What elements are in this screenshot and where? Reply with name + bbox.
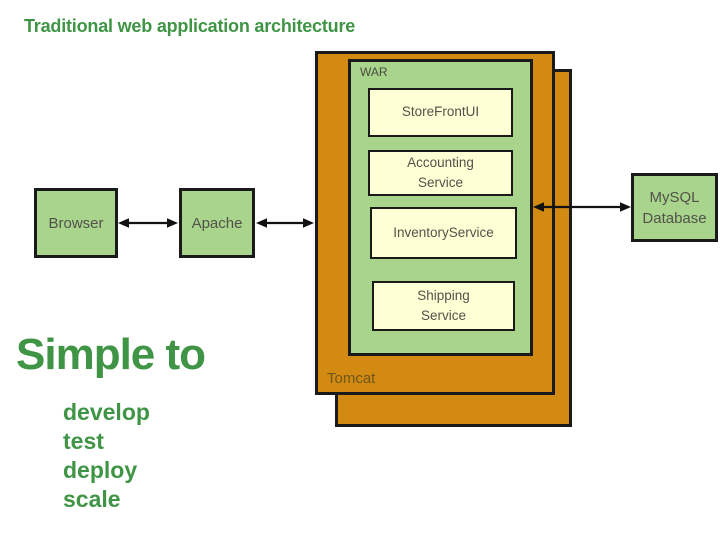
benefit-item-deploy: deploy — [63, 457, 138, 483]
apache-node: Apache — [179, 188, 255, 258]
simple-to-heading: Simple to — [16, 330, 206, 379]
service-box-storefrontui: StoreFrontUI — [368, 88, 513, 137]
service-box-inventoryservice: InventoryService — [370, 207, 517, 259]
arrow-tomcat-mysql — [533, 202, 631, 212]
war-label: WAR — [360, 65, 388, 79]
service-box-accounting-service: Accounting Service — [368, 150, 513, 196]
mysql-database-node: MySQL Database — [631, 173, 718, 242]
benefit-list: develop test deploy scale — [63, 398, 150, 514]
service-box-shipping-service: Shipping Service — [372, 281, 515, 331]
arrow-browser-apache — [118, 218, 178, 228]
arrow-apache-tomcat — [256, 218, 314, 228]
benefit-item-scale: scale — [63, 486, 121, 512]
benefit-item-develop: develop — [63, 399, 150, 425]
browser-node: Browser — [34, 188, 118, 258]
tomcat-label: Tomcat — [327, 370, 376, 387]
tomcat-container: Tomcat WAR StoreFrontUI Accounting Servi… — [315, 51, 555, 395]
war-container: WAR StoreFrontUI Accounting Service Inve… — [348, 59, 533, 356]
benefit-item-test: test — [63, 428, 104, 454]
page-title: Traditional web application architecture — [24, 16, 356, 36]
